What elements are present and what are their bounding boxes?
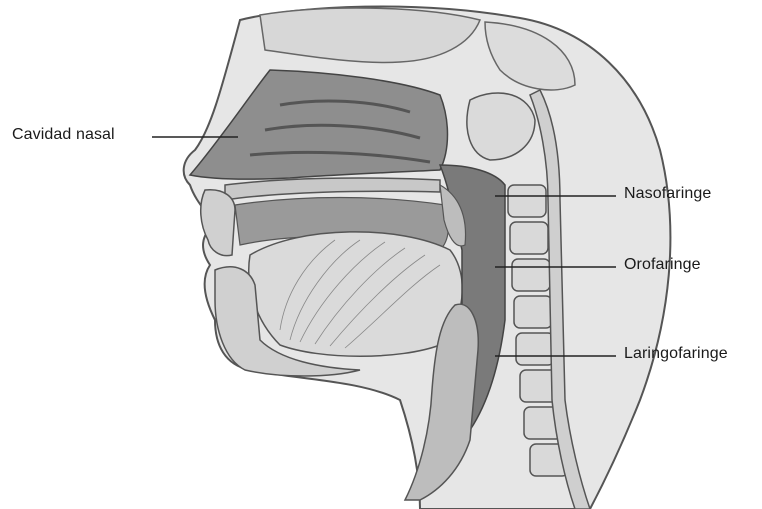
tongue <box>249 232 463 356</box>
label-oropharynx: Orofaringe <box>624 256 701 274</box>
label-laryngopharynx: Laringofaringe <box>624 345 728 363</box>
label-nasopharynx: Nasofaringe <box>624 185 711 203</box>
label-nasal-cavity: Cavidad nasal <box>12 126 115 144</box>
